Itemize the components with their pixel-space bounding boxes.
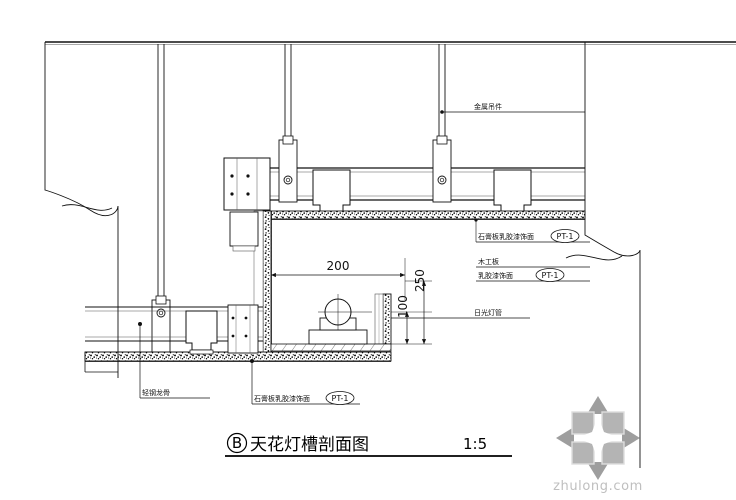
annotation-latex-paint-label: 乳胶漆饰面	[478, 271, 513, 280]
drawing-title-label: 天花灯槽剖面图	[250, 435, 369, 455]
material-tag-pt1-a: PT-1	[550, 229, 580, 243]
upper-ceiling-board	[262, 210, 586, 220]
annotation-light-steel-keel-label: 轻钢龙骨	[142, 388, 170, 397]
annotation-fluorescent-lamp-label: 日光灯管	[474, 308, 502, 317]
annotation-blockboard: 木工板	[476, 257, 590, 268]
dimension-200-label: 200	[327, 259, 350, 273]
break-line-right	[565, 42, 641, 468]
material-tag-pt1-b-label: PT-1	[542, 271, 559, 280]
dimension-250-label: 250	[413, 269, 427, 292]
annotation-gypsum-latex-bottom: 石膏板乳胶漆饰面 PT-1	[250, 359, 360, 405]
bolted-plate-connection	[223, 157, 271, 211]
annotation-gypsum-latex-right: 石膏板乳胶漆饰面 PT-1	[474, 218, 590, 243]
dimension-200: 200	[270, 219, 406, 300]
hanger-rod-2	[284, 44, 292, 140]
material-tag-pt1-c: PT-1	[325, 391, 355, 405]
metal-hanger-bracket-2	[278, 135, 298, 203]
furring-clip-1	[312, 169, 351, 218]
watermark-label: zhulong.com	[553, 479, 643, 494]
hanger-rod-group	[157, 44, 446, 300]
furring-clip-2	[493, 169, 532, 218]
furring-clip-lower	[185, 310, 218, 355]
watermark: zhulong.com	[553, 396, 643, 494]
material-tag-pt1-a-label: PT-1	[557, 232, 574, 241]
dimension-100: 100	[391, 295, 432, 344]
annotation-blockboard-label: 木工板	[478, 257, 499, 266]
cove-connector-box	[229, 211, 259, 252]
break-line-left-upper	[44, 42, 119, 378]
cove-vertical-wall	[262, 210, 272, 360]
annotation-metal-hanger-label: 金属吊件	[474, 102, 502, 111]
structural-slab	[45, 41, 736, 45]
bolted-plate-lower	[227, 304, 259, 354]
metal-hanger-bracket-left	[151, 295, 171, 359]
title-block: B 天花灯槽剖面图 1:5	[225, 432, 512, 457]
hanger-rod-3	[438, 44, 446, 140]
metal-hanger-bracket-3	[432, 135, 452, 203]
fluorescent-lamp-fixture	[308, 294, 372, 345]
annotation-gypsum-latex-bottom-label: 石膏板乳胶漆饰面	[254, 394, 310, 403]
material-tag-pt1-b: PT-1	[535, 268, 565, 282]
dimension-250: 250	[391, 269, 432, 345]
hanger-rod-left	[157, 44, 165, 300]
dimension-100-label: 100	[396, 295, 410, 318]
annotation-metal-hanger: 金属吊件	[440, 102, 585, 114]
annotation-latex-paint: 乳胶漆饰面 PT-1	[476, 268, 590, 282]
annotation-gypsum-latex-right-label: 石膏板乳胶漆饰面	[478, 232, 534, 241]
drawing-scale-label: 1:5	[463, 435, 487, 453]
annotation-light-steel-keel: 轻钢龙骨	[138, 322, 210, 399]
break-line-bottom-left	[84, 352, 118, 373]
title-mark-label: B	[232, 434, 242, 452]
material-tag-pt1-c-label: PT-1	[332, 394, 349, 403]
annotation-fluorescent-lamp: 日光灯管	[391, 308, 530, 319]
cove-lip	[374, 293, 392, 345]
